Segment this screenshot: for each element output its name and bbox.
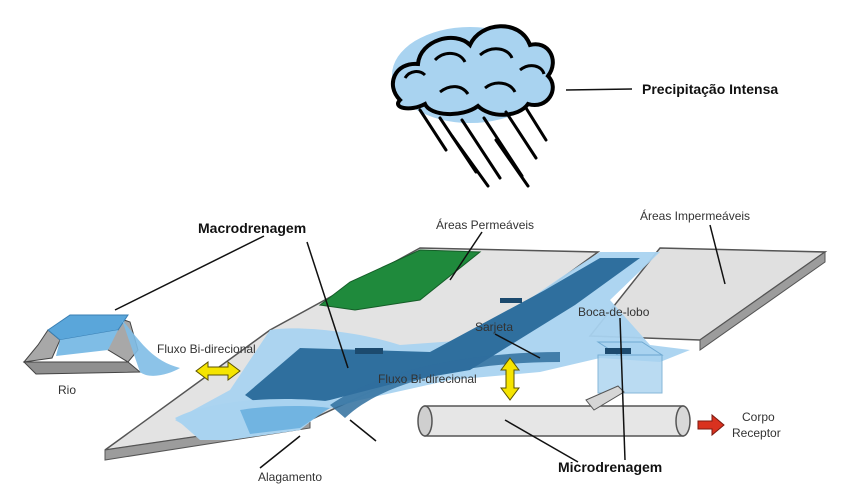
storm-inlet-leader-line xyxy=(619,317,626,461)
receiver-label-line2: Receptor xyxy=(732,426,781,440)
permeable-leader-line xyxy=(449,231,483,281)
bidirectional-arrow-horizontal-icon xyxy=(195,361,241,381)
rain-cloud-icon xyxy=(390,24,555,188)
bidirectional-flow-label-left: Fluxo Bi-direcional xyxy=(157,342,256,356)
drainage-pipe xyxy=(417,385,691,437)
micro-label: Microdrenagem xyxy=(558,459,662,475)
arch-underside xyxy=(330,352,560,418)
storm-inlet-box xyxy=(596,341,664,394)
outflow-arrow-icon xyxy=(697,413,725,437)
bidirectional-arrow-vertical-icon xyxy=(500,357,520,401)
gutter-label: Sarjeta xyxy=(475,320,513,334)
impermeable-slab xyxy=(588,247,828,351)
storm-inlet-label: Boca-de-lobo xyxy=(578,305,650,319)
precipitation-leader-line xyxy=(565,88,633,91)
flooding-leader-line xyxy=(259,435,301,469)
permeable-label: Áreas Permeáveis xyxy=(436,217,534,232)
precipitation-label: Precipitação Intensa xyxy=(642,81,778,97)
flooding-label: Alagamento xyxy=(258,470,322,484)
macro-leader-line-left xyxy=(114,235,265,311)
gutter-leader-line xyxy=(494,333,541,359)
micro-leader-line xyxy=(504,419,579,463)
river-block xyxy=(22,314,180,376)
permeable-area xyxy=(318,249,482,311)
bidirectional-flow-label-center: Fluxo Bi-direcional xyxy=(378,372,477,386)
flooding-leader-line-2 xyxy=(349,419,377,442)
impermeable-label: Áreas Impermeáveis xyxy=(640,208,750,223)
gutter-mark xyxy=(355,348,383,354)
macro-label: Macrodrenagem xyxy=(198,220,306,236)
impermeable-leader-line xyxy=(709,224,726,285)
river-label: Rio xyxy=(58,383,76,397)
receiver-label-line1: Corpo xyxy=(742,410,775,424)
gutter-mark xyxy=(500,298,522,303)
macro-leader-line xyxy=(306,241,349,369)
macro-drainage-channel xyxy=(175,252,690,440)
